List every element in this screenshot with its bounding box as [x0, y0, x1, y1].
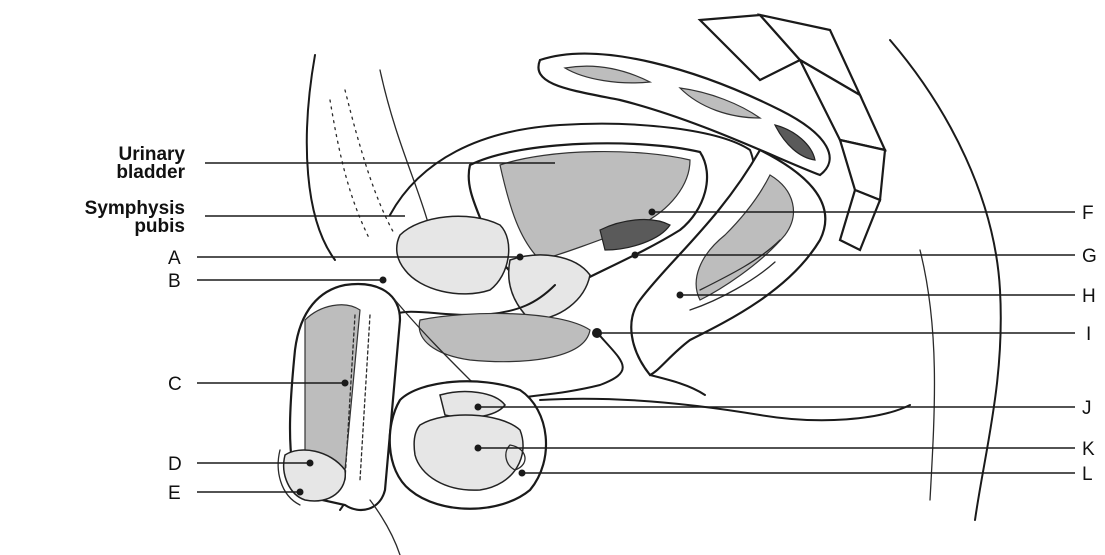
pointer-dot-E — [297, 489, 304, 496]
label-symphysis-pubis-line2: pubis — [134, 216, 185, 237]
anatomy-illustration — [278, 15, 1001, 555]
label-L: L — [1082, 464, 1093, 485]
prostate-shape — [509, 255, 590, 320]
pointer-dot-B — [380, 277, 387, 284]
pointer-dot-H — [677, 292, 684, 299]
label-H: H — [1082, 286, 1096, 307]
anterior-abdominal-wall — [307, 55, 335, 260]
label-I: I — [1086, 324, 1091, 345]
pointer-dot-F — [649, 209, 656, 216]
label-G: G — [1082, 246, 1097, 267]
gluteal-contour — [920, 250, 934, 500]
pointer-dot-K — [475, 445, 482, 452]
label-D: D — [168, 454, 182, 475]
pointer-dot-L — [519, 470, 526, 477]
label-K: K — [1082, 439, 1095, 460]
label-J: J — [1082, 398, 1092, 419]
abdominal-fat-texture — [330, 90, 395, 240]
label-C: C — [168, 374, 182, 395]
perineum-contour — [540, 399, 910, 421]
label-B: B — [168, 271, 181, 292]
anterior-wall-inner — [380, 70, 430, 230]
pointer-dot-J — [475, 404, 482, 411]
label-urinary-bladder-line2: bladder — [116, 162, 185, 183]
pointer-dot-G — [632, 252, 639, 259]
label-A: A — [168, 248, 181, 269]
anal-canal — [650, 375, 705, 395]
pointer-dot-I — [592, 328, 602, 338]
pointer-dot-C — [342, 380, 349, 387]
symphysis-pubis-bone — [397, 216, 509, 294]
pointer-dot-D — [307, 460, 314, 467]
label-F: F — [1082, 203, 1094, 224]
label-E: E — [168, 483, 181, 504]
thigh-contour — [370, 500, 400, 555]
pointer-dot-A — [517, 254, 524, 261]
